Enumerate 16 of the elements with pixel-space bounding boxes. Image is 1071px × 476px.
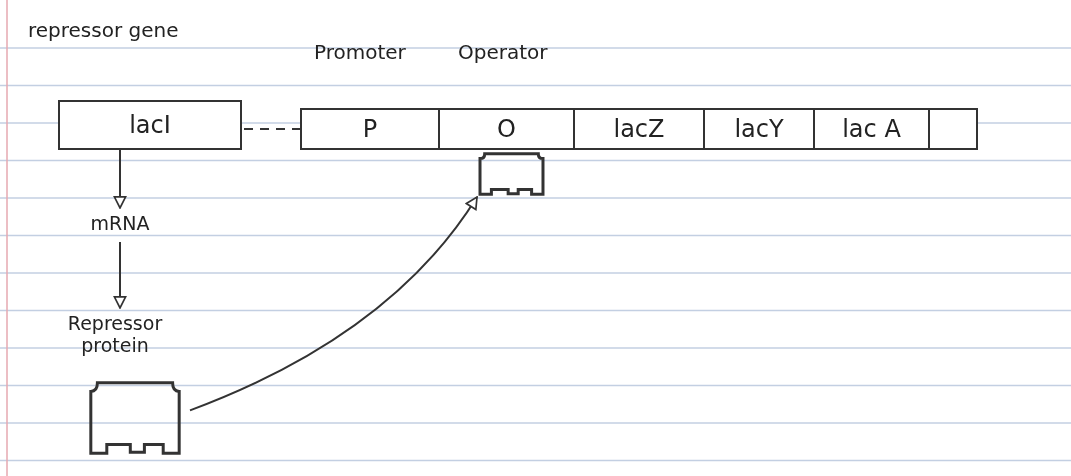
arrow — [113, 149, 127, 209]
node-label: Repressor protein — [66, 312, 164, 356]
arrow — [189, 196, 478, 412]
gene-box — [928, 108, 978, 150]
dashed-line — [243, 128, 301, 130]
gene-heading: Promoter — [314, 40, 406, 64]
gene-box: lacI — [58, 100, 242, 150]
gene-box: lacZ — [573, 108, 705, 150]
arrow — [113, 241, 127, 309]
gene-box: O — [438, 108, 575, 150]
gene-box: lacY — [703, 108, 815, 150]
gene-box: lac A — [813, 108, 930, 150]
node-label: mRNA — [89, 212, 151, 234]
gene-box: P — [300, 108, 440, 150]
gene-heading: repressor gene — [28, 18, 179, 42]
gene-heading: Operator — [458, 40, 548, 64]
